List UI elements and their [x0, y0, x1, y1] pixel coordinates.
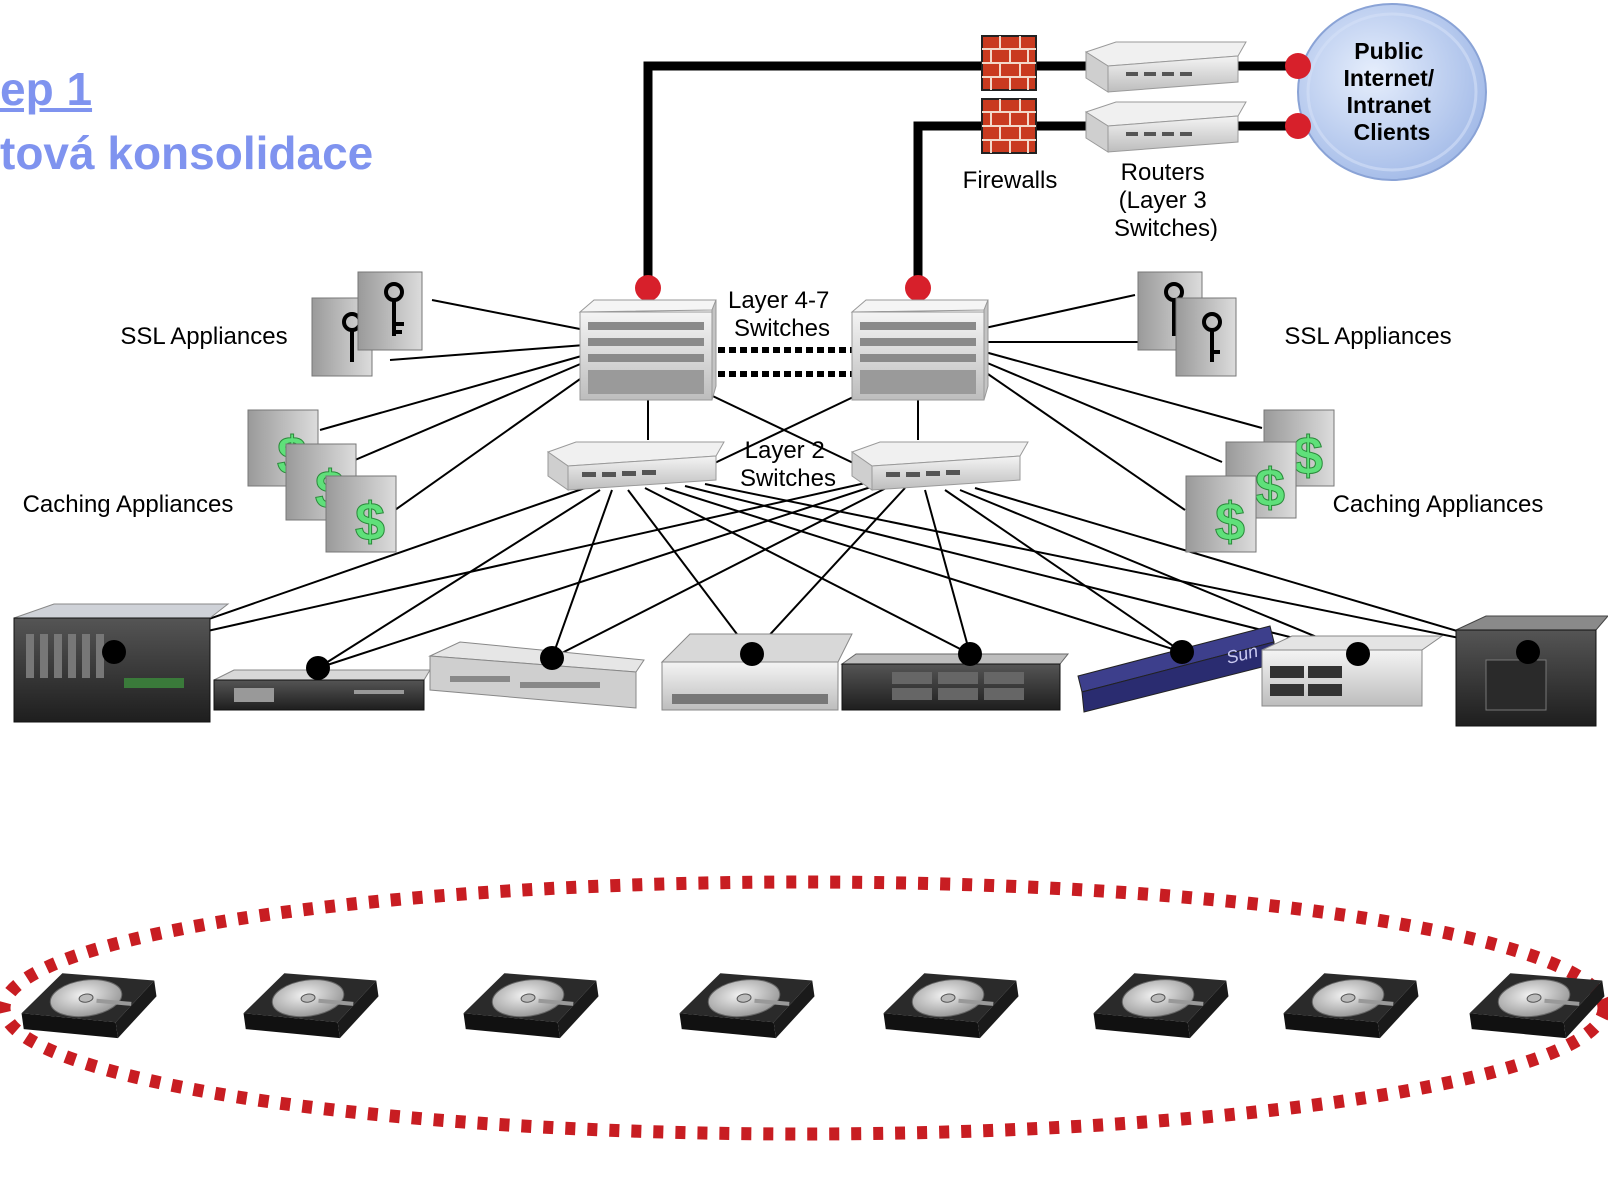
dollar-icon: $ — [1225, 441, 1297, 519]
page-subtitle: tová konsolidace — [0, 127, 374, 179]
switch-interlink — [718, 347, 852, 377]
layer4-7-switch — [578, 299, 717, 401]
server-icon: Sun — [1077, 625, 1275, 713]
storage-pool-outline — [0, 875, 1608, 1141]
page-title-step: ep 1 — [0, 63, 93, 115]
connector-dot — [905, 275, 931, 301]
storage-drives — [21, 973, 1605, 1039]
wan-link-upper — [643, 61, 1298, 288]
hard-drive-icon — [21, 973, 157, 1039]
firewalls-label: Firewalls — [963, 167, 1058, 194]
hard-drive-icon — [883, 973, 1019, 1039]
hard-drive-icon — [679, 973, 815, 1039]
server-icon — [840, 653, 1070, 711]
public-internet-cloud: Public Internet/ Intranet Clients — [1297, 3, 1487, 181]
layer4-7-label: Layer 4-7 Switches — [728, 287, 836, 342]
ssl-appliances-label-left: SSL Appliances — [120, 323, 287, 350]
dollar-icon: $ — [325, 475, 397, 553]
wan-connector-dots — [635, 53, 1311, 301]
hard-drive-icon — [1093, 973, 1229, 1039]
cloud-label-line: Intranet — [1347, 92, 1432, 118]
router-icon — [1084, 41, 1247, 93]
cloud-label-line: Public — [1354, 38, 1423, 64]
key-icon — [357, 271, 423, 351]
layer2-switch — [850, 441, 1029, 491]
server-icon — [13, 603, 230, 723]
ssl-appliances-left — [311, 271, 423, 377]
routers-label: Routers (Layer 3 Switches) — [1114, 159, 1218, 242]
hard-drive-icon — [463, 973, 599, 1039]
layer2-label: Layer 2 Switches — [740, 437, 836, 492]
ssl-appliances-label-right: SSL Appliances — [1284, 323, 1451, 350]
server-icon — [1261, 635, 1444, 707]
connector-dot — [1285, 53, 1311, 79]
cloud-label-line: Clients — [1354, 119, 1431, 145]
svg-text:Public Internet/ I: Public Internet/ Intranet Clients — [1343, 38, 1440, 145]
firewall-icon — [981, 98, 1037, 154]
hard-drive-icon — [1469, 973, 1605, 1039]
ssl-appliances-right — [1137, 271, 1237, 377]
dollar-icon: $ — [1185, 475, 1257, 553]
firewall-icon — [981, 35, 1037, 91]
layer2-switch — [546, 441, 725, 491]
svg-text:$: $ — [355, 492, 385, 552]
caching-appliances-left: $ $ $ — [247, 409, 397, 553]
layer4-7-switch — [850, 299, 989, 401]
hard-drive-icon — [1283, 973, 1419, 1039]
connector-dot — [1285, 113, 1311, 139]
server-icon — [428, 641, 645, 709]
server-connector-dots — [102, 640, 1540, 680]
server-links — [113, 481, 1529, 669]
caching-appliances-right: $ $ $ — [1185, 409, 1335, 553]
appliance-links — [319, 294, 1263, 511]
cloud-label-line: Internet/ — [1343, 65, 1434, 91]
caching-appliances-label-left: Caching Appliances — [23, 491, 234, 518]
svg-text:$: $ — [1255, 458, 1285, 518]
server-icon — [1455, 615, 1608, 727]
svg-text:$: $ — [1215, 492, 1245, 552]
hard-drive-icon — [243, 973, 379, 1039]
router-icon — [1084, 101, 1247, 153]
servers-row: Sun — [13, 603, 1608, 727]
svg-text:$: $ — [1293, 426, 1323, 486]
key-icon — [1175, 297, 1237, 377]
caching-appliances-label-right: Caching Appliances — [1333, 491, 1544, 518]
connector-dot — [635, 275, 661, 301]
